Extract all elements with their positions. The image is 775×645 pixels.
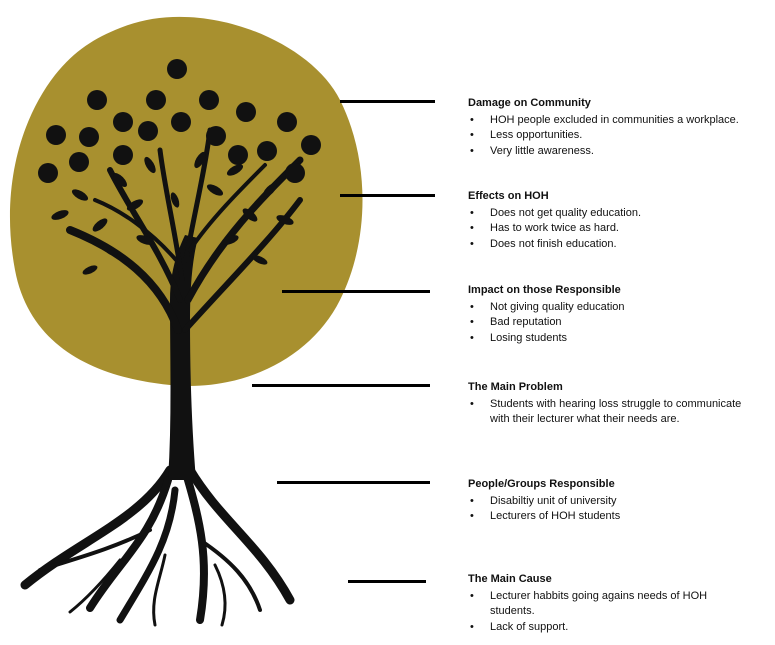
tree-branches xyxy=(66,127,304,334)
bullet-item: Lecturer habbits going agains needs of H… xyxy=(468,589,733,620)
bullet-item: Not giving quality education xyxy=(468,300,768,316)
section-main-problem: The Main Problem Students with hearing l… xyxy=(468,380,753,428)
section-title: Damage on Community xyxy=(468,97,591,109)
bullet-item: Does not finish education. xyxy=(468,237,768,253)
tree-fruits xyxy=(38,59,321,183)
bullet-item: Bad reputation xyxy=(468,315,768,331)
section-damage-on-community: Damage on Community HOH people excluded … xyxy=(468,96,768,159)
section-impact-on-responsible: Impact on those Responsible Not giving q… xyxy=(468,283,768,346)
bullet-item: Students with hearing loss struggle to c… xyxy=(468,397,753,428)
connector-line-damage xyxy=(340,100,435,103)
section-people-groups-responsible: People/Groups Responsible Disabiltiy uni… xyxy=(468,477,768,525)
bullet-item: Very little awareness. xyxy=(468,144,768,160)
section-title: People/Groups Responsible xyxy=(468,478,615,490)
section-title: Impact on those Responsible xyxy=(468,284,621,296)
bullet-item: Less opportunities. xyxy=(468,128,768,144)
bullet-item: Has to work twice as hard. xyxy=(468,221,768,237)
section-title: The Main Cause xyxy=(468,573,552,585)
connector-line-problem xyxy=(252,384,430,387)
section-main-cause: The Main Cause Lecturer habbits going ag… xyxy=(468,572,733,635)
bullet-item: Losing students xyxy=(468,331,768,347)
bullet-item: Lecturers of HOH students xyxy=(468,509,768,525)
bullet-item: HOH people excluded in communities a wor… xyxy=(468,113,768,129)
section-effects-on-hoh: Effects on HOH Does not get quality educ… xyxy=(468,189,768,252)
section-title: The Main Problem xyxy=(468,381,563,393)
connector-line-impact xyxy=(282,290,430,293)
section-title: Effects on HOH xyxy=(468,190,549,202)
bullet-item: Lack of support. xyxy=(468,620,733,636)
tree-roots xyxy=(20,465,295,627)
connector-line-effects xyxy=(340,194,435,197)
tree-leaves xyxy=(51,151,294,275)
bullet-item: Disabiltiy unit of university xyxy=(468,494,768,510)
connector-line-cause xyxy=(348,580,426,583)
bullet-item: Does not get quality education. xyxy=(468,206,768,222)
connector-line-groups xyxy=(277,481,430,484)
